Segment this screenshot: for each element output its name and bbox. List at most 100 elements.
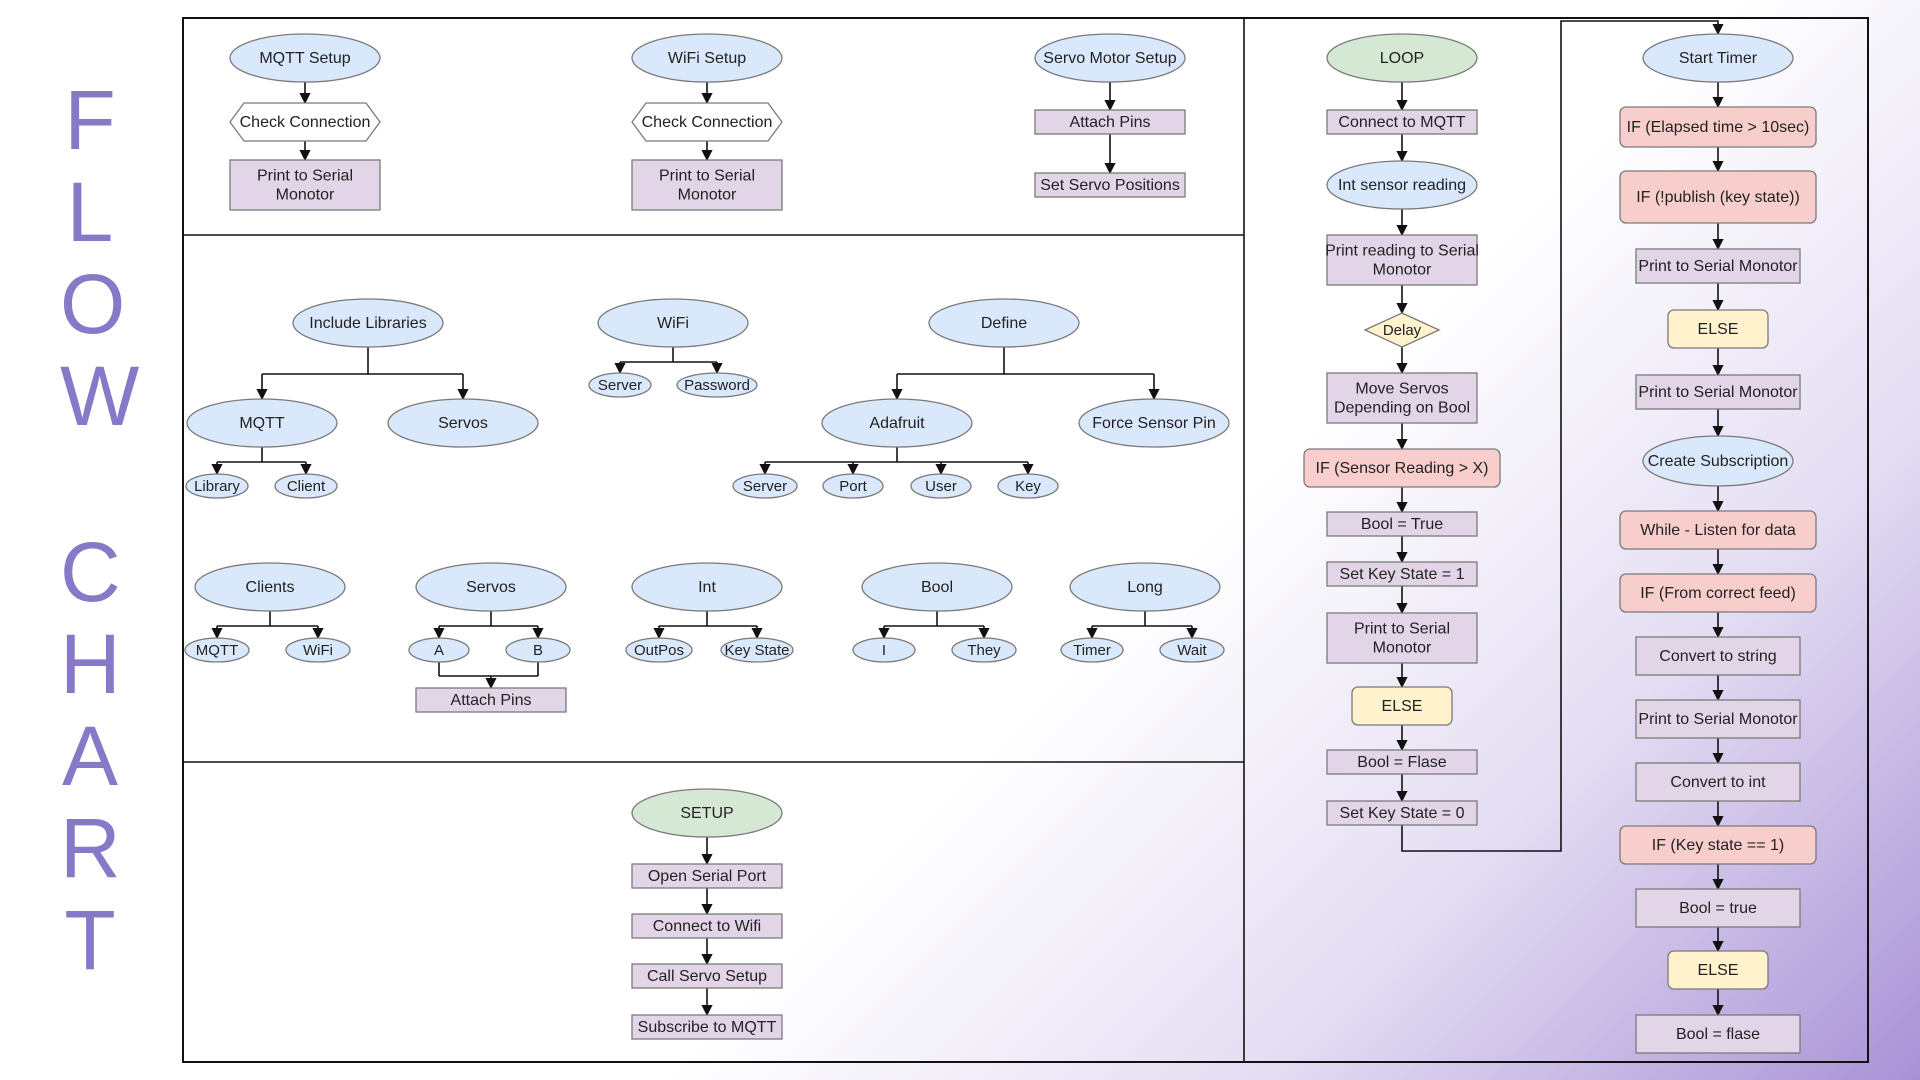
node-ada-key: Key <box>997 473 1059 499</box>
node-shape <box>408 637 470 663</box>
node-label: Convert to int <box>1670 774 1766 791</box>
node-tm-int: Convert to int <box>1635 762 1801 802</box>
node-shape <box>1078 398 1230 448</box>
node-label: Set Key State = 1 <box>1340 566 1465 583</box>
node-wifi-setup: WiFi Setup <box>631 33 783 83</box>
node-shape <box>1326 109 1478 135</box>
node-shape <box>1326 372 1478 424</box>
node-force-pin: Force Sensor Pin <box>1078 398 1230 448</box>
node-int: Int <box>631 562 783 612</box>
node-servo-attach: Attach Pins <box>1034 109 1186 135</box>
node-shape <box>1635 699 1801 739</box>
node-shape <box>631 913 783 939</box>
node-label: Create Subscription <box>1648 453 1789 470</box>
node-label: Int <box>698 579 716 596</box>
node-ada-server: Server <box>732 473 798 499</box>
node-lp-else: ELSE <box>1351 686 1453 726</box>
node-bool-they: They <box>951 637 1017 663</box>
node-long: Long <box>1069 562 1221 612</box>
node-wifi-password: Password <box>676 372 758 398</box>
node-shape <box>597 298 749 348</box>
node-shape <box>928 298 1080 348</box>
node-tm-if: IF (Elapsed time > 10sec) <box>1619 106 1817 148</box>
node-lp-delay: Delay <box>1363 312 1441 348</box>
node-wifi-check: Check Connection <box>631 102 783 142</box>
side-title-letter: F <box>64 73 116 167</box>
node-shape <box>1326 612 1478 664</box>
node-label: Server <box>598 377 642 394</box>
node-shape <box>1635 888 1801 928</box>
node-mqtt-check: Check Connection <box>229 102 381 142</box>
node-wifi: WiFi <box>597 298 749 348</box>
side-title-letter: A <box>61 709 119 803</box>
node-label: ELSE <box>1382 698 1423 715</box>
node-lp-mqtt: Connect to MQTT <box>1326 109 1478 135</box>
node-shape <box>822 473 884 499</box>
node-long-timer: Timer <box>1060 637 1124 663</box>
node-loop: LOOP <box>1326 33 1478 83</box>
node-label: Bool = Flase <box>1357 754 1446 771</box>
node-tm-pub: IF (!publish (key state)) <box>1619 170 1817 224</box>
node-st-wifi: Connect to Wifi <box>631 913 783 939</box>
node-clients: Clients <box>194 562 346 612</box>
node-bool-i: I <box>852 637 916 663</box>
node-tm-feed: IF (From correct feed) <box>1619 573 1817 613</box>
node-tm-true: Bool = true <box>1635 888 1801 928</box>
connector <box>1401 20 1724 852</box>
side-title-letter: L <box>66 165 114 259</box>
node-label: Attach Pins <box>1070 114 1151 131</box>
node-label: OutPos <box>634 642 684 659</box>
node-tm-print2: Print to Serial Monotor <box>1635 374 1801 410</box>
node-ada-user: User <box>910 473 972 499</box>
node-shape <box>1635 374 1801 410</box>
node-st-servo: Call Servo Setup <box>631 963 783 989</box>
node-shape <box>997 473 1059 499</box>
node-shape <box>631 963 783 989</box>
node-label: LOOP <box>1380 50 1424 67</box>
node-label: IF (Sensor Reading > X) <box>1316 460 1489 477</box>
node-lp-false: Bool = Flase <box>1326 749 1478 775</box>
node-shape <box>1034 109 1186 135</box>
node-cl-wifi: WiFi <box>285 637 351 663</box>
node-setup: SETUP <box>631 788 783 838</box>
node-shape <box>821 398 973 448</box>
node-label: Client <box>287 478 326 495</box>
node-shape <box>194 562 346 612</box>
node-shape <box>505 637 571 663</box>
node-shape <box>1326 234 1478 286</box>
node-shape <box>1667 950 1769 990</box>
node-shape <box>1326 160 1478 210</box>
node-shape <box>1034 33 1186 83</box>
node-shape <box>1303 448 1501 488</box>
node-tm-flase: Bool = flase <box>1635 1014 1801 1054</box>
node-shape <box>1635 248 1801 284</box>
node-shape <box>1060 637 1124 663</box>
node-label: Print to Serial Monotor <box>1638 711 1798 728</box>
node-shape <box>229 33 381 83</box>
node-shape <box>1363 312 1441 348</box>
node-shape <box>186 398 338 448</box>
node-label: ELSE <box>1698 321 1739 338</box>
node-label: Wait <box>1177 642 1207 659</box>
node-shape <box>1642 435 1794 487</box>
node-cl-mqtt: MQTT <box>184 637 250 663</box>
node-tm-else: ELSE <box>1667 309 1769 349</box>
node-label: WiFi <box>657 315 689 332</box>
node-label: Port <box>839 478 867 495</box>
node-shape <box>292 298 444 348</box>
node-int-key: Key State <box>720 637 794 663</box>
node-shape <box>1619 510 1817 550</box>
outer-frame <box>182 17 1869 1063</box>
node-lp-if: IF (Sensor Reading > X) <box>1303 448 1501 488</box>
node-label: Set Key State = 0 <box>1340 805 1465 822</box>
node-tm-str: Convert to string <box>1635 636 1801 676</box>
node-lp-key1: Set Key State = 1 <box>1326 561 1478 587</box>
node-sv-a: A <box>408 637 470 663</box>
node-wifi-server: Server <box>588 372 652 398</box>
node-int-outpos: OutPos <box>625 637 693 663</box>
